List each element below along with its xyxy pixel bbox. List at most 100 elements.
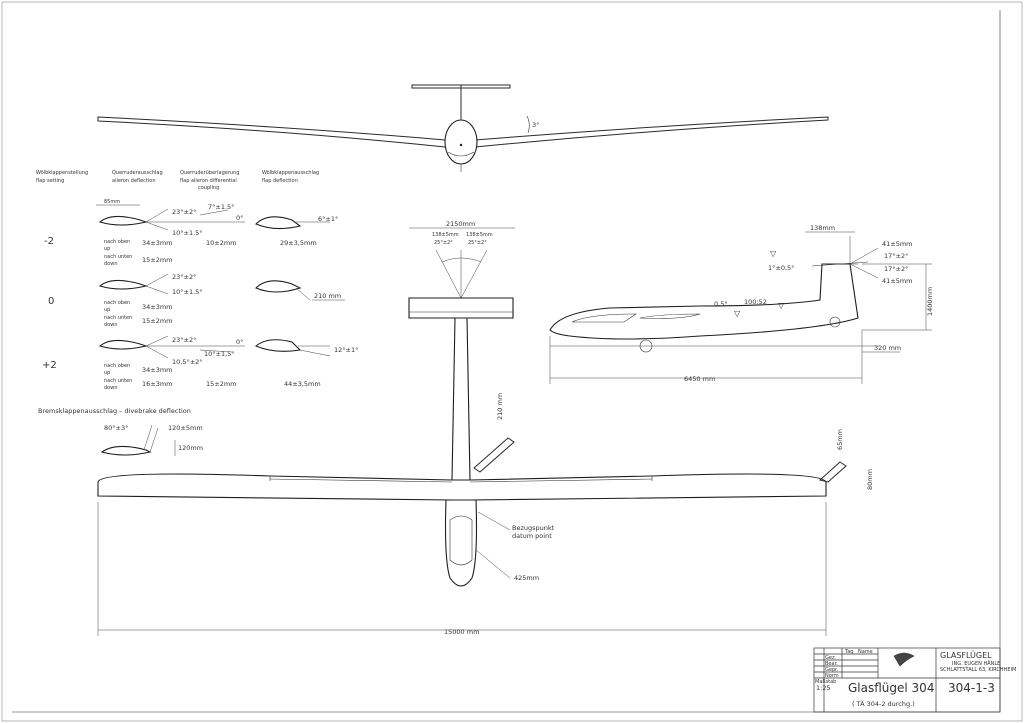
title-block: Tag Name Gez. Bear. Gepr. Norm Maßstab G… <box>813 647 1016 713</box>
header-coupling-de: Querruderüberlagerung <box>180 170 239 176</box>
elev-up-angle: 17°±2° <box>884 252 908 260</box>
up-label-en: up <box>104 307 110 313</box>
header-flap-setting-en: flap setting <box>36 178 64 184</box>
wing-angle-arrow: ▽ <box>734 309 741 318</box>
zero-angle: 0° <box>236 338 243 346</box>
down-label-en: down <box>104 261 118 267</box>
incidence: 1°±0,5° <box>768 264 794 272</box>
header-flap-deflection-en: flap deflection <box>262 178 298 184</box>
header-flap-deflection-de: Wölbklappenausschlag <box>262 170 319 176</box>
up-label-de: nach oben <box>104 239 130 245</box>
span-dim: 15000 mm <box>444 628 479 636</box>
chord-dim: 85mm <box>104 199 120 205</box>
slope-arrow: ▽ <box>778 301 785 310</box>
row-gepr: Gepr. <box>825 667 839 673</box>
col-tag: Tag <box>844 649 853 655</box>
airbrake-length: 120±5mm <box>168 424 203 432</box>
company-sub2: SCHLATTSTALL 63, KIRCHHEIM <box>940 667 1016 673</box>
col-name: Name <box>858 649 873 655</box>
up-angle: 23°±2° <box>172 336 196 344</box>
scale: 1:25 <box>816 684 831 692</box>
up-label-de: nach oben <box>104 300 130 306</box>
airbrake-angle: 80°±3° <box>104 424 128 432</box>
front-view: 3° <box>97 84 829 172</box>
row-bear: Bear. <box>825 661 838 667</box>
up-value: 34±3mm <box>142 303 173 311</box>
down-label-de: nach unten <box>104 254 132 260</box>
row-gez: Gez. <box>825 655 837 661</box>
left-travel: 138±5mm <box>432 232 459 238</box>
brake-dim: 210 mm <box>496 393 504 420</box>
header-flap-setting-de: Wölbklappenstellung <box>36 170 88 176</box>
material-label: Maßstab <box>815 679 836 685</box>
plan-view: Bezugspunkt datum point 425mm 210 mm 65m… <box>97 297 874 636</box>
tailplane-diagram: 2150mm 138±5mm 138±5mm 25°±2° 25°±2° <box>409 220 515 299</box>
up-value: 34±3mm <box>142 239 173 247</box>
tail-gap: 320 mm <box>874 344 901 352</box>
down-value: 16±3mm <box>142 380 173 388</box>
setting-label: -2 <box>44 236 54 247</box>
company-sub1: ING. EUGEN HÄNLE <box>952 660 1000 667</box>
down-label-de: nach unten <box>104 378 132 384</box>
flap-value: 44±3,5mm <box>284 380 321 388</box>
row-plus-2: +2 23°±2° 0° 10°±1,5° 10,5°±2° 12°±1° na… <box>42 335 358 391</box>
down-label-en: down <box>104 322 118 328</box>
flap-dim: 210 mm <box>314 292 341 300</box>
header-coupling-en: flap aileron differential <box>180 178 237 184</box>
drawing-title: Glasflügel 304 <box>848 681 934 695</box>
side-height: 1400mm <box>926 287 934 316</box>
down-angle: 10°±1.5° <box>172 288 203 296</box>
side-view: 6450 mm 320 mm 138mm 41±5mm 17°±2° 17°±2… <box>549 224 934 384</box>
flap-angle: 6°±1° <box>318 215 338 223</box>
wing-angle: 0,5° <box>714 300 728 308</box>
up-label-de: nach oben <box>104 363 130 369</box>
row-minus-2: -2 85mm 23°±2° 7°±1.5° 0° 10°±1.5° 6°±1°… <box>44 199 338 267</box>
flap-table: Wölbklappenstellung flap setting Querrud… <box>36 170 358 391</box>
row-zero: 0 23°±2° 10°±1.5° 210 mm nach oben up 34… <box>48 273 345 328</box>
down-label-en: down <box>104 385 118 391</box>
header-aileron-de: Querruderausschlag <box>112 170 163 176</box>
coupling-value: 15±2mm <box>206 380 237 388</box>
down-value: 15±2mm <box>142 317 173 325</box>
airbrake-detail: Bremsklappenausschlag – divebrake deflec… <box>38 407 203 456</box>
tip-height: 65mm <box>836 429 844 450</box>
down-value: 15±2mm <box>142 256 173 264</box>
airbrake-height: 120mm <box>178 444 203 452</box>
elev-down-dim: 41±5mm <box>882 277 913 285</box>
tailplane-span: 2150mm <box>446 220 475 228</box>
top-angle: 10°±1,5° <box>204 350 235 358</box>
up-angle: 23°±2° <box>172 273 196 281</box>
elev-down-angle: 17°±2° <box>884 265 908 273</box>
company-logo-icon <box>893 652 915 667</box>
tip-depth: 80mm <box>866 469 874 490</box>
right-travel: 138±5mm <box>466 232 493 238</box>
up-angle: 23°±2° <box>172 208 196 216</box>
coupling-value: 10±2mm <box>206 239 237 247</box>
down-label-de: nach unten <box>104 315 132 321</box>
side-length: 6450 mm <box>684 375 715 383</box>
rudder-chord: 138mm <box>810 224 835 232</box>
company-name: GLASFLÜGEL <box>940 650 992 660</box>
elev-up-dim: 41±5mm <box>882 240 913 248</box>
right-angle: 25°±2° <box>468 240 487 246</box>
datum-dim: 425mm <box>514 574 539 582</box>
header-aileron-en: aileron deflection <box>112 178 155 184</box>
flap-value: 29±3,5mm <box>280 239 317 247</box>
left-angle: 25°±2° <box>434 240 453 246</box>
up-label-en: up <box>104 246 110 252</box>
up-label-en: up <box>104 370 110 376</box>
setting-label: +2 <box>42 360 57 371</box>
dihedral-label: 3° <box>532 121 539 129</box>
drawing-number: 304-1-3 <box>948 681 995 695</box>
incidence-arrow: ▽ <box>770 249 777 258</box>
row-norm: Norm <box>825 673 839 679</box>
down-angle: 10°±1.5° <box>172 229 203 237</box>
flap-angle: 12°±1° <box>334 346 358 354</box>
slope: 100:52 <box>744 298 767 306</box>
header-coupling-en2: coupling <box>198 185 219 191</box>
datum-label-en: datum point <box>512 532 552 540</box>
drawing-subtitle: ( TÄ 304-2 durchg.) <box>852 699 915 708</box>
airbrake-title: Bremsklappenausschlag – divebrake deflec… <box>38 407 191 415</box>
top-angle: 7°±1.5° <box>208 203 234 211</box>
